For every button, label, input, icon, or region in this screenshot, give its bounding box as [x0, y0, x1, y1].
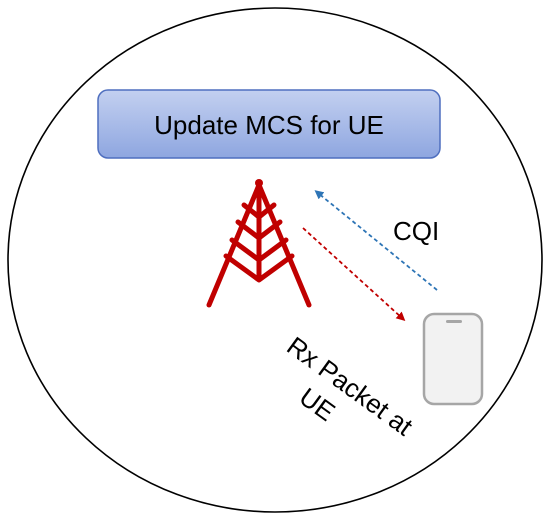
cell-tower-icon	[206, 179, 312, 308]
update-mcs-label: Update MCS for UE	[154, 110, 384, 140]
cell-boundary	[7, 7, 543, 513]
smartphone-icon	[422, 312, 484, 406]
update-mcs-box: Update MCS for UE	[97, 89, 441, 159]
rx-label-line-1: Rx Packet at	[281, 331, 419, 442]
rx-packet-label: Rx Packet at UE	[281, 331, 419, 442]
downlink-packet-arrow	[302, 227, 406, 322]
cqi-uplink-arrow	[314, 190, 438, 291]
cqi-label: CQI	[393, 216, 439, 246]
